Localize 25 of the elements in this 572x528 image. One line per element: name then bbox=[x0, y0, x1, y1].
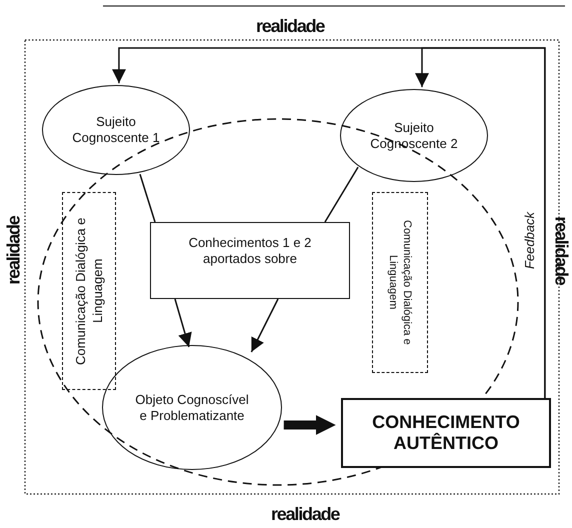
node-label: Objeto Cognoscível e Problematizante bbox=[134, 392, 250, 424]
arrow bbox=[415, 47, 546, 398]
vertical-label: Comunicação Dialógica e Linguagem bbox=[386, 219, 414, 347]
arrow bbox=[250, 298, 279, 352]
dashed-box bbox=[62, 192, 116, 390]
frame-label: realidade bbox=[271, 504, 340, 524]
dashed-box bbox=[372, 192, 428, 373]
result-box bbox=[341, 398, 551, 468]
node-label: Sujeito Cognoscente 2 bbox=[369, 120, 459, 152]
block-arrow bbox=[284, 415, 336, 435]
process-box bbox=[150, 222, 350, 299]
frame-label: realidade bbox=[256, 16, 324, 36]
ellipse-node bbox=[340, 89, 488, 182]
frame-label: realidade bbox=[4, 216, 25, 284]
connector-line bbox=[139, 174, 156, 222]
frame-label: realidade bbox=[550, 216, 572, 284]
vertical-label: Comunicação Dialógica e Linguagem bbox=[72, 216, 106, 367]
node-label: Sujeito Cognoscente 1 bbox=[71, 114, 161, 146]
arrow bbox=[174, 298, 192, 348]
connector-line bbox=[324, 166, 359, 222]
box-label: CONHECIMENTO AUTÊNTICO bbox=[371, 412, 521, 454]
ellipse-node bbox=[102, 345, 282, 470]
box-label: Conhecimentos 1 e 2 aportados sobre bbox=[188, 235, 312, 267]
ellipse-node bbox=[42, 85, 190, 175]
edge-label: Feedback bbox=[522, 211, 538, 269]
